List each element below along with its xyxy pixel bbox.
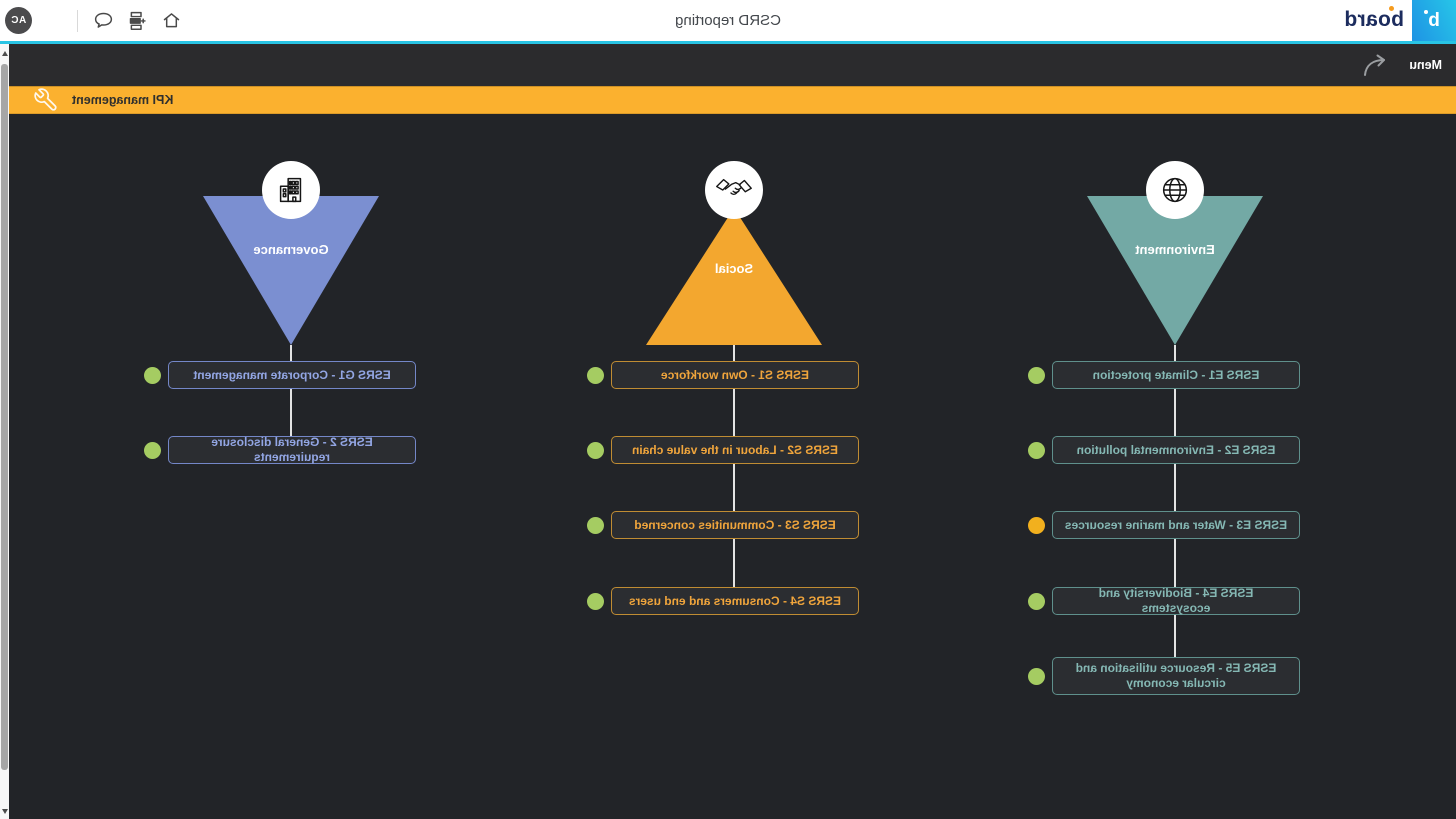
globe-icon [1146, 161, 1204, 219]
governance-label: Governance [253, 242, 329, 257]
status-dot [587, 441, 604, 459]
column-governance: Governance ESRS G1 - Corporate managemen… [144, 114, 416, 814]
esrs-s1-box[interactable]: ESRS S1 - Own workforce [587, 361, 859, 389]
board-wordmark: board [1344, 8, 1404, 31]
esrs-e5-label: ESRS E5 - Resource utilisation and circu… [1075, 661, 1277, 690]
esrs-s4-label: ESRS S4 - Consumers and end users [628, 593, 842, 608]
board-logo-square[interactable]: b [1412, 0, 1456, 41]
status-dot [587, 366, 604, 384]
esrs-e4-box[interactable]: ESRS E4 - Biodiversity and ecosystems [1028, 586, 1300, 615]
esrs-e1-label: ESRS E1 - Climate protection [1092, 367, 1260, 382]
chat-icon[interactable] [93, 10, 114, 31]
social-triangle[interactable] [646, 208, 822, 345]
kpi-diagram-canvas: Environment ESRS E1 - Climate protection… [9, 114, 1456, 819]
status-dot [1028, 441, 1045, 459]
share-arrow-icon[interactable] [1360, 52, 1392, 78]
social-label: Social [714, 261, 754, 276]
screen-selector-bar[interactable]: KPI management [9, 86, 1456, 114]
page-title: CSRD reporting [675, 12, 781, 29]
esrs-s2-label: ESRS S2 - Labour in the value chain [631, 442, 839, 457]
capsule-nav-row: Menu [0, 44, 1456, 86]
status-dot [144, 366, 161, 384]
esrs-e3-box[interactable]: ESRS E3 - Water and marine resources [1028, 511, 1300, 539]
esrs-s3-label: ESRS S3 - Communities concerned [634, 517, 836, 532]
esrs-e5-box[interactable]: ESRS E5 - Resource utilisation and circu… [1028, 657, 1300, 695]
home-icon[interactable] [161, 10, 182, 31]
esrs-2-label: ESRS 2 - General disclosure requirements [211, 435, 373, 464]
esrs-2-box[interactable]: ESRS 2 - General disclosure requirements [144, 435, 416, 464]
status-dot [1028, 667, 1045, 685]
screen-bar-label: KPI management [72, 93, 174, 107]
scroll-down-arrow-icon[interactable] [2, 809, 8, 814]
building-icon [262, 161, 320, 219]
esrs-s2-box[interactable]: ESRS S2 - Labour in the value chain [587, 436, 859, 464]
esrs-e3-label: ESRS E3 - Water and marine resources [1064, 517, 1288, 532]
status-dot [1028, 516, 1045, 534]
status-dot [587, 592, 604, 610]
toolbar-icon-group: AC [5, 0, 182, 41]
esrs-s4-box[interactable]: ESRS S4 - Consumers and end users [587, 587, 859, 615]
status-dot [587, 516, 604, 534]
handshake-icon [705, 161, 763, 219]
esrs-e2-box[interactable]: ESRS E2 - Environmental pollution [1028, 436, 1300, 464]
playlist-add-icon[interactable] [127, 10, 148, 31]
scroll-up-arrow-icon[interactable] [2, 51, 8, 56]
column-social: Social ESRS S1 - Own workforce ESRS S2 -… [587, 114, 859, 814]
scrollbar-thumb[interactable] [1, 64, 8, 770]
esrs-g1-box[interactable]: ESRS G1 - Corporate management [144, 361, 416, 389]
column-environment: Environment ESRS E1 - Climate protection… [1028, 114, 1300, 814]
esrs-e1-box[interactable]: ESRS E1 - Climate protection [1028, 361, 1300, 389]
toolbar-divider [77, 9, 78, 32]
esrs-s1-label: ESRS S1 - Own workforce [660, 367, 810, 382]
top-toolbar: b board CSRD reporting [0, 0, 1456, 41]
esrs-e2-label: ESRS E2 - Environmental pollution [1076, 442, 1276, 457]
menu-button[interactable]: Menu [1409, 58, 1442, 72]
status-dot [1028, 366, 1045, 384]
hamburger-menu-icon[interactable] [45, 10, 62, 31]
vertical-scrollbar[interactable] [0, 44, 9, 819]
environment-label: Environment [1135, 242, 1215, 257]
avatar[interactable]: AC [5, 7, 32, 34]
esrs-e4-label: ESRS E4 - Biodiversity and ecosystems [1098, 586, 1254, 615]
esrs-s3-box[interactable]: ESRS S3 - Communities concerned [587, 511, 859, 539]
status-dot [144, 441, 161, 459]
wrench-icon [33, 87, 59, 113]
esrs-g1-label: ESRS G1 - Corporate management [193, 367, 391, 382]
status-dot [1028, 592, 1045, 610]
board-logo-letter: b [1428, 10, 1440, 31]
